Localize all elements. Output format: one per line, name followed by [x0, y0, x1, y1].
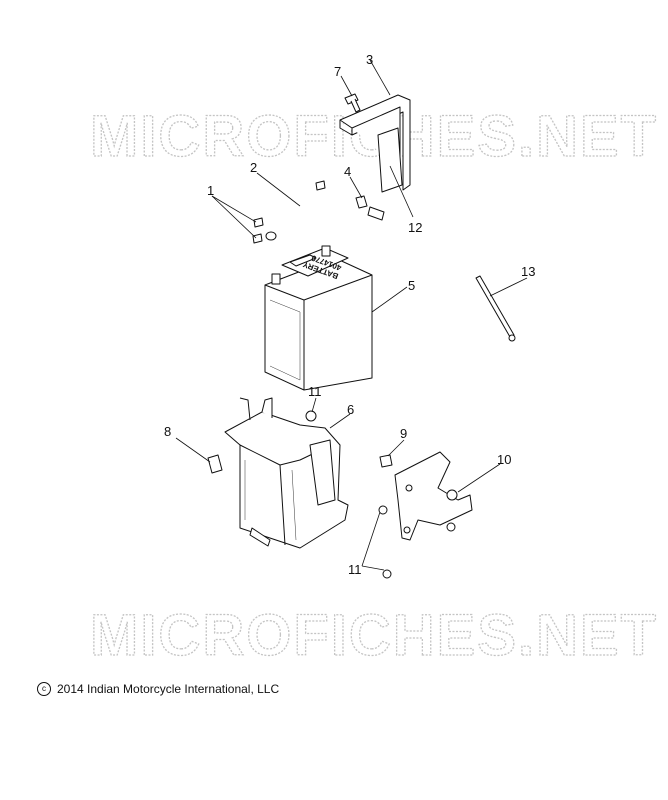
callout-11-upper: 11 [308, 384, 322, 399]
callout-1: 1 [207, 183, 214, 198]
part-1-terminal-bolts [252, 180, 326, 244]
callout-10: 10 [497, 452, 511, 467]
callout-6: 6 [347, 402, 354, 417]
watermark-bottom: MICROFICHES.NET [90, 603, 658, 668]
part-11-nut-upper [305, 410, 317, 422]
callout-12: 12 [408, 220, 422, 235]
callout-11-lower: 11 [348, 562, 362, 577]
part-5-battery: BATTERY 4014770 [264, 245, 373, 391]
part-6-battery-tray [224, 397, 349, 549]
callout-13: 13 [521, 264, 535, 279]
callout-2: 2 [250, 160, 257, 175]
copyright-text: 2014 Indian Motorcycle International, LL… [57, 682, 280, 696]
part-11-nuts-lower [378, 505, 456, 579]
callout-7: 7 [334, 64, 341, 79]
leader-lines [175, 59, 528, 571]
part-13-cable-tie [475, 275, 516, 342]
part-9-bolt [379, 454, 393, 468]
part-2-battery-cable [265, 205, 385, 241]
copyright-icon: c [37, 682, 51, 696]
callout-4: 4 [344, 164, 351, 179]
part-8-clip [207, 454, 223, 474]
copyright-notice: c 2014 Indian Motorcycle International, … [37, 682, 279, 696]
callout-5: 5 [408, 278, 415, 293]
callout-9: 9 [400, 426, 407, 441]
callout-8: 8 [164, 424, 171, 439]
callout-3: 3 [366, 52, 373, 67]
part-12-pad [377, 127, 403, 193]
part-10-mount-bracket [394, 451, 473, 541]
